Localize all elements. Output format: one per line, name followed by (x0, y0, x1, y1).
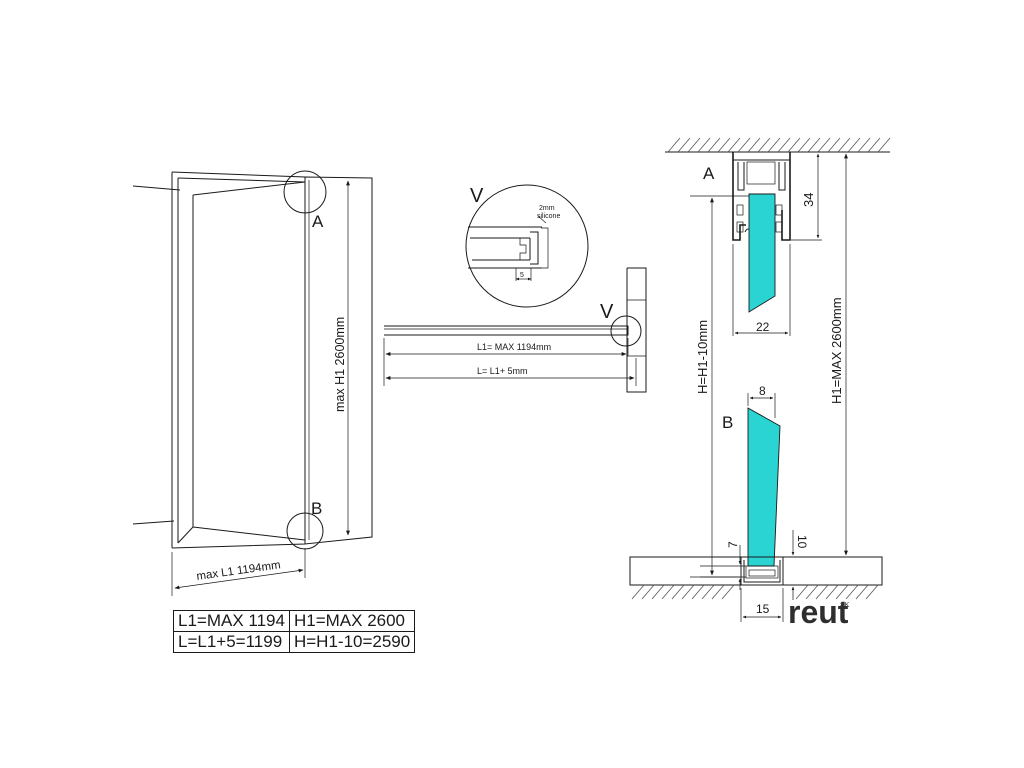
bottom-profile-width-label: 15 (756, 602, 770, 616)
gap-dim-label: 5 (520, 272, 524, 279)
brand-logo-superscript: SK (840, 602, 850, 609)
glass-offset-label: 8 (759, 384, 766, 398)
plan-detail-v-marker: V (600, 301, 614, 323)
l1-dim-label: L1= MAX 1194mm (477, 342, 551, 352)
spec-table: L1=MAX 1194 H1=MAX 2600 L=L1+5=1199 H=H1… (173, 610, 416, 653)
bottom-profile (740, 556, 784, 586)
spec-h-cell: H=H1-10=2590 (288, 631, 416, 653)
bottom-gap-label: 7 (726, 541, 740, 548)
top-profile-width-label: 22 (756, 320, 770, 334)
spec-table-row: L=L1+5=1199 H=H1-10=2590 (173, 631, 416, 653)
spec-l-cell: L=L1+5=1199 (173, 631, 290, 653)
detail-circle-a (283, 170, 327, 214)
front-detail-b-label: B (311, 499, 322, 518)
silicone-note-line2: silicone (537, 213, 560, 220)
front-detail-a-label: A (312, 212, 324, 231)
detail-circle-v-large (465, 184, 589, 308)
bottom-glass-section (747, 407, 781, 567)
section-detail-a-label: A (703, 164, 715, 183)
brand-logo: reut (788, 594, 849, 630)
section-detail-b-label: B (722, 413, 733, 432)
front-width-dim-label: max L1 1194mm (196, 559, 282, 583)
plan-view: V 2mm silicone 5 V L1= MAX 1194mm L= L1+ (383, 184, 647, 393)
top-profile-height-label: 34 (801, 193, 816, 207)
front-height-dim-label: max H1 2600mm (333, 317, 347, 412)
h-dim-label: H=H1-10mm (695, 320, 710, 394)
spec-table-row: L1=MAX 1194 H1=MAX 2600 (173, 610, 416, 632)
section-view: A 34 22 B 8 (629, 137, 891, 622)
l-dim-label: L= L1+ 5mm (477, 366, 528, 376)
h1-dim-label: H1=MAX 2600mm (829, 297, 844, 404)
spec-l1-cell: L1=MAX 1194 (173, 610, 290, 632)
silicone-note-line1: 2mm (539, 205, 555, 212)
top-glass-section (748, 193, 776, 313)
front-width-dim-line (174, 568, 304, 590)
bottom-depth-label: 10 (795, 535, 809, 549)
spec-h1-cell: H1=MAX 2600 (288, 610, 416, 632)
front-view: A B max H1 2600mm max L1 1194mm (132, 170, 373, 596)
detail-circle-v-small (610, 315, 642, 347)
plan-detail-v-title: V (470, 185, 484, 207)
